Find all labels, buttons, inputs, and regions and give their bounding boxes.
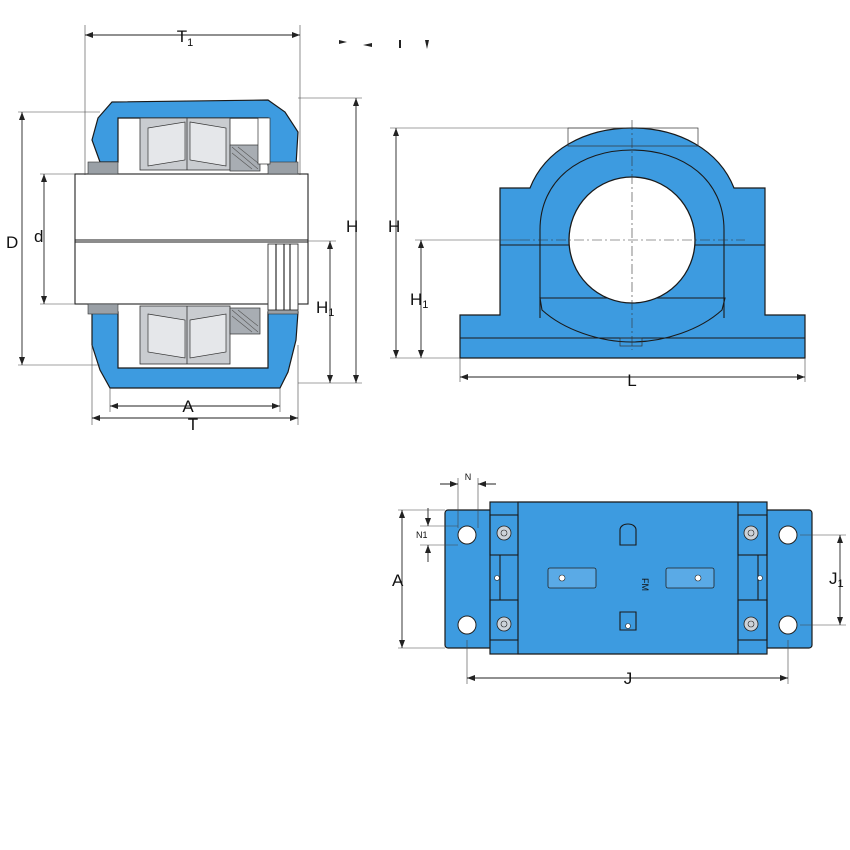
dim-label-d-inner: d — [34, 227, 43, 246]
dim-label-d-outer: D — [6, 233, 18, 252]
front-view: H H1 L — [388, 120, 806, 390]
dim-label-h-side: H — [346, 217, 358, 236]
mount-hole-tr — [778, 525, 798, 545]
dim-label-a-side: A — [182, 397, 194, 416]
side-section-view: T1 D d H H1 A — [6, 25, 429, 434]
top-view: FM N N1 A J J1 — [392, 472, 846, 688]
dim-label-l-front: L — [627, 371, 636, 390]
seal-right-upper — [267, 161, 299, 175]
cap-bolt-bl — [496, 616, 512, 632]
mount-hole-br — [778, 615, 798, 635]
dim-label-t-side: T — [188, 415, 198, 434]
small-marks — [339, 40, 429, 49]
slot-left — [547, 567, 597, 589]
dim-label-j1: J1 — [829, 569, 844, 590]
dim-label-h1-side: H1 — [316, 298, 334, 319]
bearing-upper — [139, 117, 261, 172]
slot-right — [665, 567, 715, 589]
plate-mark: FM — [640, 578, 650, 591]
cap-bolt-tr — [743, 525, 759, 541]
seal-left-upper — [87, 161, 119, 175]
cap-bolt-tl — [496, 525, 512, 541]
dim-label-j: J — [624, 669, 633, 688]
end-cover — [267, 243, 299, 311]
dim-label-h-front: H — [388, 217, 400, 236]
seal-left-lower — [87, 303, 119, 315]
dim-label-n1: N1 — [416, 530, 428, 540]
mount-hole-bl — [457, 615, 477, 635]
top-housing-body — [489, 501, 768, 655]
bearing-lower — [139, 305, 261, 365]
dim-label-n: N — [465, 472, 472, 482]
mount-hole-tl — [457, 525, 477, 545]
cap-bolt-br — [743, 616, 759, 632]
dim-label-h1-front: H1 — [410, 290, 428, 311]
dim-label-a-top: A — [392, 571, 404, 590]
dim-label-t1: T1 — [177, 27, 194, 49]
